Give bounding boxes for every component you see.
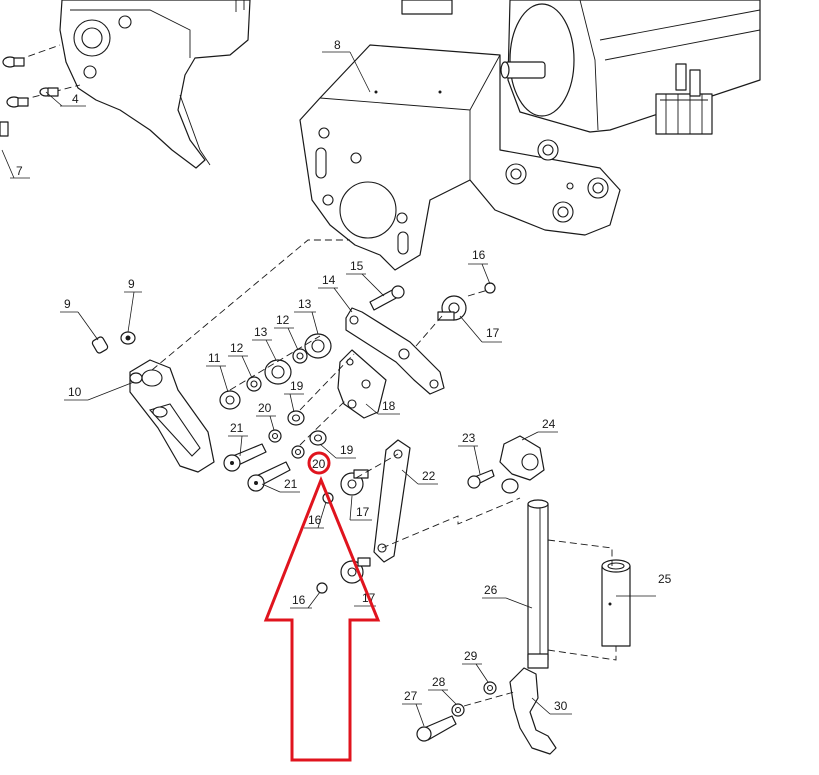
label-17a: 17 (486, 326, 500, 340)
clamp-24 (499, 435, 545, 494)
label-21b: 21 (284, 477, 298, 491)
label-19a: 19 (290, 379, 304, 393)
label-9a: 9 (64, 297, 71, 311)
screw-27-washers (416, 681, 497, 742)
label-27: 27 (404, 689, 418, 703)
link-14 (345, 307, 445, 395)
label-14: 14 (322, 273, 336, 287)
set-screws-9 (91, 331, 136, 354)
highlight-arrow (263, 475, 381, 762)
label-16a: 16 (472, 248, 486, 262)
shaft-26 (527, 499, 549, 661)
screw-23 (467, 469, 495, 489)
label-16c: 16 (292, 593, 306, 607)
label-25: 25 (658, 572, 672, 586)
label-13b: 13 (298, 297, 312, 311)
pin-15 (369, 285, 405, 311)
label-7: 7 (16, 164, 23, 178)
label-13a: 13 (254, 325, 268, 339)
label-26: 26 (484, 583, 498, 597)
label-28: 28 (432, 675, 446, 689)
bearing-stack (219, 333, 332, 459)
presser-foot-30 (509, 653, 557, 755)
plate-18 (337, 349, 387, 419)
sleeve-25 (601, 559, 631, 647)
highlight-circle (307, 451, 331, 475)
stepper-motor (235, 0, 761, 135)
part-labels: 4 7 8 9 9 10 11 12 13 12 13 14 (1, 38, 672, 727)
cam-arm (129, 359, 215, 473)
label-16b: 16 (308, 513, 322, 527)
label-17b: 17 (356, 505, 370, 519)
red-highlight (263, 451, 381, 762)
label-19b: 19 (340, 443, 354, 457)
roller-17-top (437, 282, 496, 321)
label-4: 4 (72, 92, 79, 106)
label-23: 23 (462, 431, 476, 445)
label-9b: 9 (128, 277, 135, 291)
roller-17-lower (316, 469, 371, 594)
label-20b: 20 (312, 457, 326, 471)
label-30: 30 (554, 699, 568, 713)
shoulder-screws (223, 443, 291, 492)
label-21a: 21 (230, 421, 244, 435)
label-22: 22 (422, 469, 436, 483)
link-22 (373, 439, 411, 563)
label-20a: 20 (258, 401, 272, 415)
label-29: 29 (464, 649, 478, 663)
label-12b: 12 (276, 313, 290, 327)
label-12a: 12 (230, 341, 244, 355)
motor-bracket (299, 44, 621, 271)
label-10: 10 (68, 385, 82, 399)
label-18: 18 (382, 399, 396, 413)
label-11: 11 (208, 351, 221, 365)
housing-part (59, 0, 251, 169)
assembly-lines (151, 239, 617, 707)
label-24: 24 (542, 417, 556, 431)
label-15: 15 (350, 259, 364, 273)
label-8: 8 (334, 38, 341, 52)
